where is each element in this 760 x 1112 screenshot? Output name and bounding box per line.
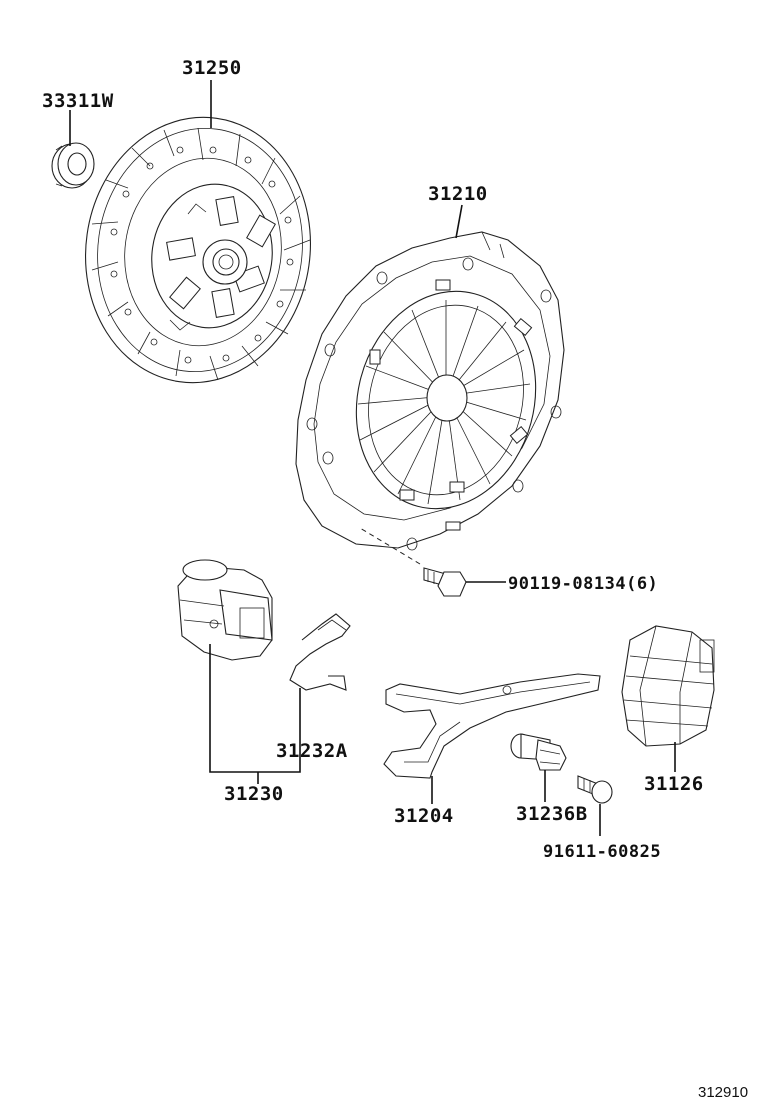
leader-31210 bbox=[455, 204, 463, 239]
label-91611-60825: 91611-60825 bbox=[543, 842, 661, 862]
label-90119-08134: 90119-08134(6) bbox=[508, 574, 658, 594]
clutch-disc-drawing bbox=[85, 116, 311, 384]
fork-bolt-drawing bbox=[577, 775, 613, 804]
label-33311w: 33311W bbox=[42, 90, 114, 112]
label-31204: 31204 bbox=[394, 805, 454, 827]
leader-31230-bracket bbox=[209, 644, 301, 773]
label-31230: 31230 bbox=[224, 783, 284, 805]
fork-boot-drawing bbox=[621, 625, 715, 747]
cover-bolt-drawing bbox=[423, 567, 467, 597]
label-31236b: 31236B bbox=[516, 803, 588, 825]
clutch-cover-drawing bbox=[295, 231, 565, 565]
label-31210: 31210 bbox=[428, 183, 488, 205]
figure-number: 312910 bbox=[698, 1084, 748, 1101]
label-31126: 31126 bbox=[644, 773, 704, 795]
fork-support-drawing bbox=[510, 733, 567, 771]
release-bearing-drawing bbox=[177, 559, 273, 661]
bearing-clip-drawing bbox=[289, 613, 351, 691]
label-31250: 31250 bbox=[182, 57, 242, 79]
pilot-bearing-drawing bbox=[51, 142, 95, 189]
release-fork-drawing bbox=[383, 673, 601, 779]
label-31232a: 31232A bbox=[276, 740, 348, 762]
